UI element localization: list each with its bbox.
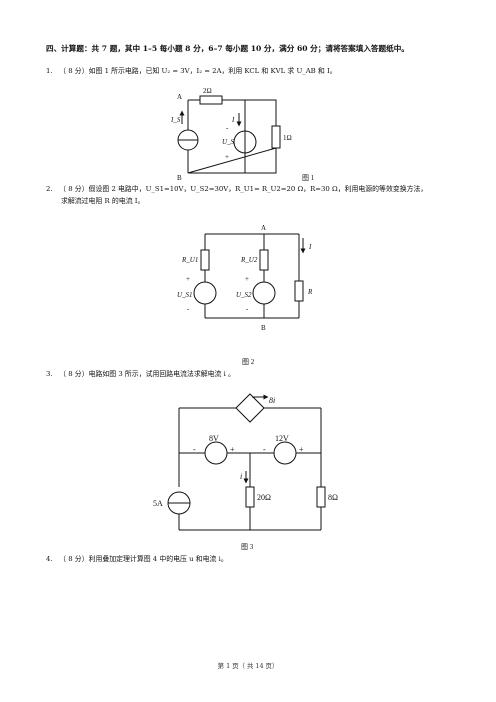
fig3-8ohm-label: 8Ω (328, 493, 338, 502)
fig2-resistor-ru2 (259, 249, 269, 271)
fig1-minus: - (226, 124, 229, 132)
fig2-ru1-label: R_U1 (181, 256, 198, 264)
fig3-minus-2: - (263, 445, 266, 454)
question-4: 4. （ 8 分）利用叠加定理计算图 4 中的电压 u 和电流 i。 (46, 556, 228, 563)
fig2-r-label: R (307, 288, 313, 296)
fig3-20ohm-label: 20Ω (257, 493, 271, 502)
figure-3-circuit (167, 393, 326, 531)
fig3-8v-label: 8V (209, 434, 219, 443)
fig1-is-label: I_S (170, 116, 181, 124)
question-2-line2: 求解流过电阻 R 的电流 I。 (61, 197, 145, 205)
fig3-plus-1: + (230, 445, 235, 454)
question-4-text: （ 8 分）利用叠加定理计算图 4 中的电压 u 和电流 i。 (59, 555, 228, 563)
fig1-node-a: A (177, 93, 182, 101)
question-1: 1. （ 8 分）如图 1 所示电路，已知 U₂ = 3V，I₂ = 2A，利用… (46, 68, 337, 75)
fig3-caption: 图 3 (241, 543, 254, 551)
question-4-number: 4. (46, 555, 53, 563)
fig1-resistor-2ohm (199, 95, 223, 105)
fig2-source-us1 (193, 281, 217, 305)
figure-2-circuit (193, 233, 306, 319)
question-2-text: （ 8 分）假设图 2 电路中，U_S1=10V，U_S2=30V，R_U1= … (59, 185, 428, 193)
fig3-i-label: i (240, 472, 242, 481)
question-3-text: （ 8 分）电路如图 3 所示，试用回路电流法求解电流 i 。 (59, 370, 235, 378)
fig1-us-label: U_S (222, 138, 235, 146)
fig2-us1-label: U_S1 (177, 291, 193, 299)
question-1-number: 1. (46, 67, 53, 75)
section-title: 四、计算题：共 7 题，其中 1–5 每小题 8 分，6–7 每小题 10 分，… (46, 44, 409, 53)
question-2: 2. （ 8 分）假设图 2 电路中，U_S1=10V，U_S2=30V，R_U… (46, 186, 427, 193)
figure-1-circuit (177, 95, 281, 174)
fig2-minus-1: - (187, 305, 190, 313)
fig2-ru2-label: R_U2 (240, 256, 258, 264)
fig3-resistor-8ohm (316, 486, 326, 508)
fig2-source-us2 (252, 281, 276, 305)
fig2-us2-label: U_S2 (236, 291, 252, 299)
fig1-caption: 图 1 (302, 174, 315, 182)
fig2-node-a: A (261, 224, 266, 232)
fig1-node-b: B (177, 174, 182, 182)
fig2-resistor-r (294, 280, 304, 302)
fig2-caption: 图 2 (242, 358, 255, 366)
fig1-r-right-label: 1Ω (283, 134, 292, 142)
fig3-minus-1: - (193, 445, 196, 454)
question-3-number: 3. (46, 370, 53, 378)
fig1-plus: + (225, 153, 229, 161)
fig3-5a-label: 5A (153, 499, 163, 508)
fig2-resistor-ru1 (200, 249, 210, 271)
fig2-node-b: B (261, 324, 266, 332)
fig1-r-top-label: 2Ω (203, 87, 212, 95)
fig3-dependent-source (235, 393, 265, 423)
question-3: 3. （ 8 分）电路如图 3 所示，试用回路电流法求解电流 i 。 (46, 371, 235, 378)
question-1-text: （ 8 分）如图 1 所示电路，已知 U₂ = 3V，I₂ = 2A，利用 KC… (59, 67, 337, 75)
fig3-resistor-20ohm (245, 486, 255, 508)
fig3-source-8v (204, 441, 228, 465)
fig3-plus-2: + (299, 445, 304, 454)
fig2-plus-2: + (245, 275, 249, 283)
fig1-resistor-1ohm (271, 125, 281, 149)
fig3-source-12v (273, 441, 297, 465)
fig2-i-label: I (308, 243, 312, 251)
question-2-number: 2. (46, 185, 53, 193)
fig3-dep-label: 8i (269, 396, 275, 405)
fig2-plus-1: + (186, 275, 190, 283)
fig3-12v-label: 12V (275, 434, 289, 443)
fig2-minus-2: - (246, 305, 249, 313)
fig1-i-label: I (231, 116, 235, 124)
page-footer: 第 1 页（ 共 14 页） (217, 662, 279, 670)
